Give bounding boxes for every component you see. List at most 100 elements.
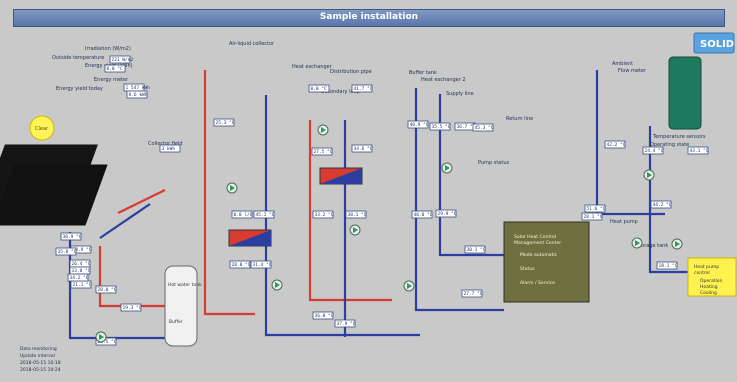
diagram-label: Operating state [650,142,689,148]
readout: 31.4 °C [250,260,272,269]
diagram-label: Temperature sensors [652,134,706,140]
readout: 40.9 °C [407,120,429,129]
pump-arrow [99,334,104,340]
footer-line: 2018-05-15 10:24 [20,367,61,373]
pumps-layer [95,124,683,343]
readout-value: 46.0 °C [414,212,433,218]
pump-icon [226,182,238,194]
diagram-label: Pump status [478,160,509,166]
readout-value: 45.3 °C [475,125,494,131]
readout-box [229,260,251,269]
diagram-label: Secondary loop [321,89,360,95]
diagram-label: Supply line [446,91,474,97]
diagram-label: Heat exchanger 2 [421,77,466,83]
readout-box [109,55,131,64]
readout: 37.9 °C [334,319,356,328]
title-bar: Sample installation [13,9,725,27]
readout: 8.6 kWh [126,90,148,99]
readout: 21.1 °C [70,280,92,289]
diagram-label: Irradiation (W/m2) [85,46,131,52]
heat-pump [668,56,702,130]
yellow-option[interactable]: Heating [700,284,718,290]
readout-box [104,64,126,73]
heat-exchanger-icon [320,168,362,184]
pump-arrow [321,127,326,133]
readout-box [650,200,672,209]
hot-pipe [203,70,255,316]
readout: 38.1 °C [345,210,367,219]
pump-arrow [275,282,280,288]
readout-value: 27.7 °C [464,291,483,297]
diagram-label: Air-liquid collector [229,41,275,47]
diagram-label: Outside temperature [52,55,104,61]
readout-value: 34.6 °C [354,146,373,152]
diagram-label: Distribution pipe [330,69,372,75]
readout-value: 25.3 °C [216,120,235,126]
pump-arrow [635,240,640,246]
readout: 42.2 °C [604,140,626,149]
readout-box [159,144,181,153]
readout: 3 kWh [159,144,181,153]
pump-icon [349,224,361,236]
readout: 20.0 °C [95,285,117,294]
cold-pipe [414,88,504,312]
readout: 36.9 °C [60,232,82,241]
controller-title: Management Center [514,240,561,246]
readout-box [656,261,678,270]
footer-line: Update interval [20,353,55,359]
readout-value: 36.7 °C [457,124,476,130]
diagram-label: Energy meter [94,77,129,83]
logo-text: SOLID [700,39,734,50]
readout-value: 221 W/m2 [112,57,134,63]
readout-box [584,204,606,213]
footer-line: Data monitoring [20,346,57,352]
readout-value: 19.3 °C [123,305,142,311]
yellow-panel: Heat pump control Operation Heating Cool… [687,257,737,297]
readout-box [687,146,709,155]
controller-option[interactable]: Status [520,266,535,272]
pump-icon [671,238,683,250]
sun: Clear [29,115,55,141]
footer: Data monitoring Update interval 2018-05-… [20,346,61,373]
diagram-label: Collector field [148,141,183,147]
readout: 45.3 °C [472,123,494,132]
diagram-label: Heat pump [610,219,638,225]
readout: 24.4 °C [642,146,664,155]
yellow-title: Heat pump [694,264,719,270]
sun-label: Clear [35,126,49,132]
yellow-option[interactable]: Operation [700,278,723,284]
readout: 34.2 °C [67,273,89,282]
pump-arrow [407,283,412,289]
diagram-label: Storage tank [636,243,668,249]
readout-value: 21.1 °C [73,282,92,288]
diagram-label: Buffer tank [409,70,437,76]
readout-value: 33.0 °C [72,268,91,274]
yellow-option[interactable]: Cooling [700,290,717,296]
readout: 25.3 °C [213,118,235,127]
readout: 43.1 °C [687,146,709,155]
readout-value: 29.9 °C [438,211,457,217]
readout-box [126,90,148,99]
readout-value: 43.1 °C [690,148,709,154]
controller-title: Solar Heat Control [514,234,556,240]
controller-option[interactable]: Alarm / Service [520,280,555,286]
readout: 28.1 °C [581,212,603,221]
pump-arrow [230,185,235,191]
readout: 6.0 °C [104,64,126,73]
yellow-title: control [694,270,710,276]
pump-icon [317,124,329,136]
readout-box [55,247,77,256]
heat-pump-icon [668,56,702,130]
readout: 35.8 °C [55,247,77,256]
readout-value: 0.0 °C [311,86,328,92]
pump-icon [643,169,655,181]
readout-value: 33.2 °C [315,212,334,218]
cold-pipe [438,94,505,257]
readout-value: 35.5 °C [432,124,451,130]
readout-box [435,209,457,218]
pump-icon [271,279,283,291]
controller-option[interactable]: Mode automatic [520,252,558,258]
readout-box [351,84,373,93]
cold-pipe [264,95,420,337]
